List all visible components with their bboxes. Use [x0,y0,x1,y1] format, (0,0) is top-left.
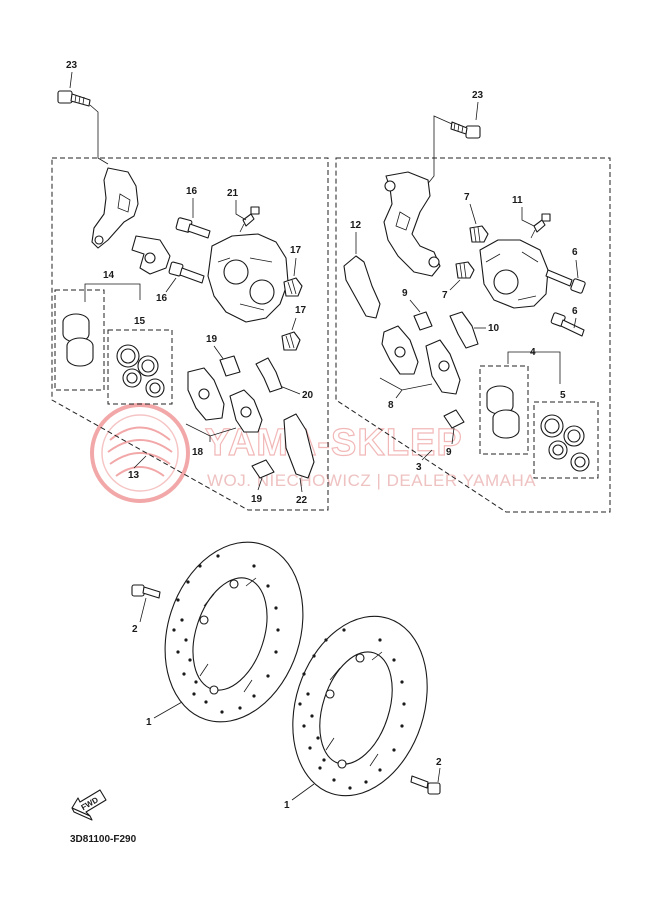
callout-9-top: 9 [402,288,408,299]
callout-23-left: 23 [66,60,78,71]
part-code: 3D81100-F290 [70,834,137,845]
callout-7-bottom: 7 [442,290,448,301]
shim-12 [343,255,381,319]
bleeder-screw-21 [239,206,260,233]
seal-group-frame-15 [107,329,173,405]
piston-group-frame-14 [54,289,105,391]
seals-5 [540,414,590,472]
callout-3: 3 [416,462,422,473]
watermark: YAMA-SKLEP WOJ. NIECHOWICZ | DEALER YAMA… [90,403,536,503]
bolt-23-left [57,90,91,107]
watermark-logo-icon [90,403,190,503]
callout-7-top: 7 [464,192,470,203]
watermark-subtitle: WOJ. NIECHOWICZ | DEALER YAMAHA [207,471,536,490]
callout-1-right: 1 [284,800,290,811]
pad-clip-19-bottom [251,459,275,479]
seal-group-frame-5 [533,401,599,479]
disc-bolt-2-right [410,775,441,795]
boot-7-top [469,225,489,243]
brake-disc-left [164,541,304,723]
callout-15: 15 [134,316,146,327]
callout-18: 18 [192,447,204,458]
callout-16-bottom: 16 [156,293,168,304]
callout-4: 4 [530,347,536,358]
seals-15 [116,344,165,398]
callout-12: 12 [350,220,362,231]
pin-bolt-6-top [545,269,586,294]
left-caliper-body [207,233,289,323]
callout-2-left: 2 [132,624,138,635]
pin-bolt-6-bottom [550,312,585,337]
callout-14: 14 [103,270,115,281]
pistons-14 [62,313,94,367]
callout-5: 5 [560,390,566,401]
brake-pads-18 [187,367,263,433]
callout-13: 13 [128,470,140,481]
pad-clip-19-top [219,355,241,377]
disc-bolt-2-left [131,584,161,599]
right-caliper-bracket [383,171,441,277]
callout-11: 11 [512,195,523,206]
pad-support-10 [449,311,479,349]
callout-16-top: 16 [186,186,198,197]
callout-8: 8 [388,400,394,411]
left-caliper-assembly: 23 16 16 21 [51,60,329,511]
disc-left-holes [172,554,280,714]
brake-disc-right [292,615,428,797]
callout-6-bottom: 6 [572,306,578,317]
callout-19-bottom: 19 [251,494,263,505]
right-caliper-body [479,239,549,309]
callout-6-top: 6 [572,247,578,258]
callout-20: 20 [302,390,314,401]
fwd-arrow-icon: FWD [71,789,107,821]
callout-2-right: 2 [436,757,442,768]
callout-22: 22 [296,495,308,506]
pistons-4 [486,385,520,439]
callout-19-top: 19 [206,334,218,345]
callout-10: 10 [488,323,500,334]
shim-22 [283,413,315,479]
callout-1-left: 1 [146,717,152,728]
callout-17-top: 17 [290,245,302,256]
pad-clip-9-bottom [443,409,465,429]
brake-pads-8 [381,325,461,395]
pin-bolt-16-bottom [168,261,205,284]
pad-support-20 [255,357,283,393]
pin-bolt-16-top [175,217,211,239]
piston-group-frame-4 [479,365,529,455]
callout-17-bottom: 17 [295,305,307,316]
disc-right-holes [298,628,406,790]
callout-23-right: 23 [472,90,484,101]
boot-17-bottom [281,331,301,351]
right-caliper-dashed-frame [335,157,611,513]
pad-clip-9-top [413,311,433,331]
caliper-bracket [91,167,171,275]
left-caliper-dashed-frame [51,157,329,511]
bolt-23-right [450,121,481,139]
callout-21: 21 [227,188,239,199]
bleeder-screw-11 [530,213,551,239]
boot-17-top [283,277,303,297]
callout-9-bottom: 9 [446,447,452,458]
boot-7-bottom [455,261,475,279]
right-caliper-assembly: 23 7 7 [335,90,611,513]
